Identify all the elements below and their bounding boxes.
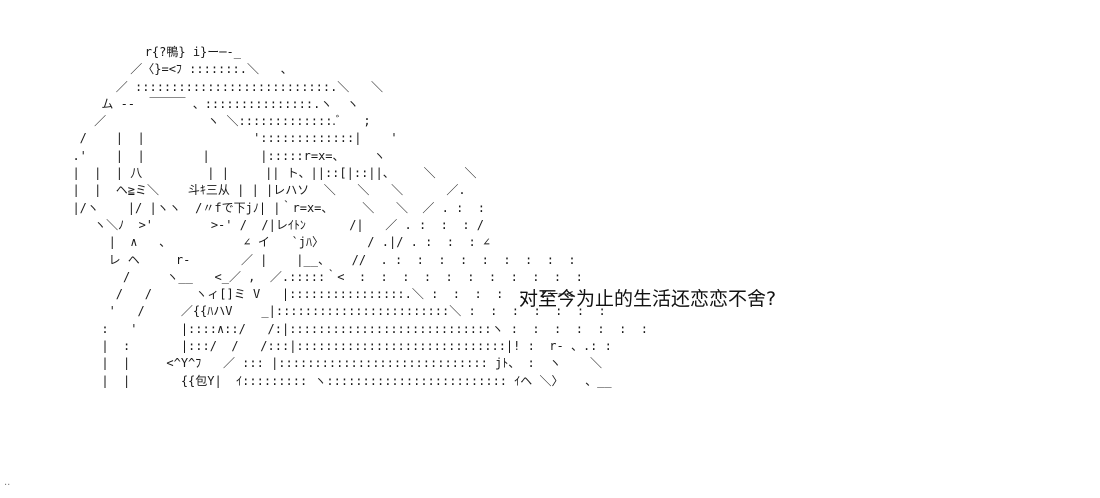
- ascii-art-line: | | ヘ≧ミ＼ 斗ｷ三从 | | |レハソ ＼ ＼ ＼ ／.: [58, 183, 466, 198]
- ascii-art-line: / ヽ__ <_／ , ／.:::::｀< : : : : : : : : : …: [58, 269, 583, 284]
- ascii-art-line: .' | | | |:::::r=x=、 ヽ: [58, 148, 386, 163]
- ascii-art-line: | | | 八 | | || ト、||::[|::||、 ＼ ＼: [58, 166, 477, 181]
- ascii-art-line: |/ヽ |/ |ヽヽ /〃fで下jﾉ| |｀r=x=、 ＼ ＼ ／ . : :: [58, 200, 485, 215]
- caption-text: 对至今为止的生活还恋恋不舍?: [519, 288, 777, 310]
- ascii-art-line: ' / ／{{ﾊハV _|::::::::::::::::::::::::＼ :…: [58, 304, 606, 319]
- ascii-art-line: : ' |::::∧::/ /:|:::::::::::::::::::::::…: [58, 321, 648, 336]
- ascii-art-line: | | {{包Y| ｲ::::::::: ヽ::::::::::::::::::…: [58, 373, 612, 388]
- ascii-art-line: ／〈}=<ﾌ :::::::.＼ 、: [58, 62, 293, 77]
- ascii-art-line: ム ‐- ￣￣￣ 、:::::::::::::::.ヽ ヽ: [58, 96, 359, 111]
- corner-dots: ··: [4, 480, 11, 491]
- ascii-art-line: | ∧ 、 ∠ イ `jﾊ〉 / .|/ . : : : ∠: [58, 235, 491, 250]
- ascii-art-line: ／ :::::::::::::::::::::::::::.＼ ＼: [58, 79, 383, 94]
- ascii-art-line: / / ヽィ[]ミ V |::::::::::::::::.＼ : : : : …: [58, 287, 574, 302]
- ascii-art-illustration: r{?鴨} i}ー─‐_ ／〈}=<ﾌ :::::::.＼ 、 ／ ::::::…: [58, 44, 648, 390]
- ascii-art-line: / | | ':::::::::::::| ': [58, 131, 398, 146]
- ascii-art-line: | : |:::/ / /:::|:::::::::::::::::::::::…: [58, 339, 612, 354]
- ascii-art-line: ／ ヽ ＼:::::::::::::.ﾞ ;: [58, 114, 371, 129]
- ascii-art-line: r{?鴨} i}ー─‐_: [58, 45, 241, 59]
- ascii-art-line: レ ヘ r‐ ／ | |__、 // . : : : : : : : : :: [58, 252, 576, 267]
- ascii-art-line: ヽ＼ﾉ >' >-' / /|レｲﾄﾝ /| ／ . : : : /: [58, 217, 485, 232]
- ascii-art-line: | | <^Y^ﾌ ／ ::: |:::::::::::::::::::::::…: [58, 356, 603, 371]
